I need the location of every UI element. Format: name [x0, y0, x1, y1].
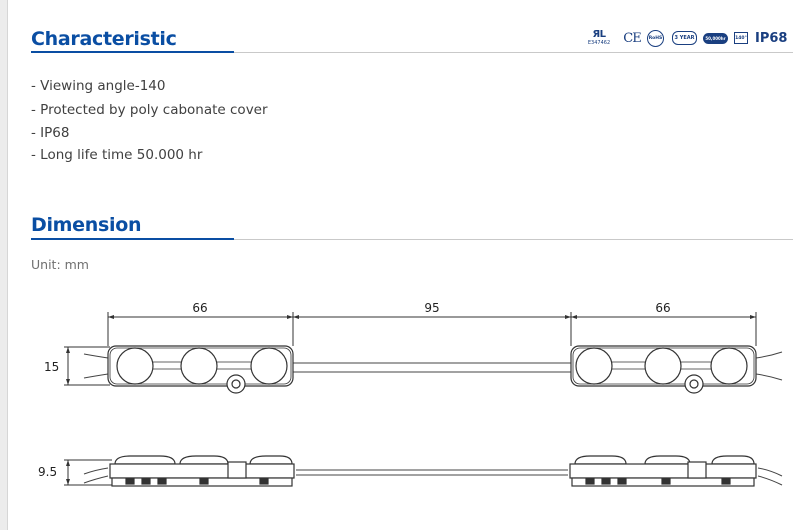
- feature-item: - IP68: [31, 125, 70, 141]
- characteristic-rule: [31, 52, 793, 53]
- feature-item: - Long life time 50.000 hr: [31, 147, 203, 163]
- feature-item: - Viewing angle-140: [31, 78, 166, 94]
- ul-recognized-icon: ЯL E347462: [587, 29, 611, 46]
- dim-label-left-module: 66: [192, 301, 207, 315]
- viewing-angle-140-icon: 140°: [734, 32, 748, 44]
- feature-item: - Protected by poly cabonate cover: [31, 101, 268, 118]
- module-side-view-left: [109, 455, 295, 487]
- three-year-warranty-icon: 3 YEAR: [672, 31, 697, 45]
- certification-icons: ЯL E347462 CE RoHS 3 YEAR 50,000hr 140° …: [585, 28, 787, 48]
- characteristic-heading: Characteristic: [31, 28, 177, 50]
- dimension-rule: [31, 239, 793, 240]
- lifetime-50000h-icon: 50,000hr: [703, 32, 728, 44]
- dim-label-width: 15: [44, 360, 59, 374]
- characteristic-rule-accent: [31, 51, 234, 53]
- dimension-rule-accent: [31, 238, 234, 240]
- dim-label-right-module: 66: [655, 301, 670, 315]
- module-side-view-right: [569, 455, 757, 487]
- ce-mark-icon: CE: [623, 30, 641, 46]
- dimension-drawing: 66 95 66 15: [38, 301, 783, 487]
- ip68-icon: IP68: [755, 30, 788, 46]
- unit-label: Unit: mm: [31, 257, 89, 272]
- rohs-icon: RoHS: [647, 29, 664, 47]
- module-top-view-right: [570, 345, 757, 394]
- feature-list: - Viewing angle-140 - Protected by poly …: [31, 75, 268, 168]
- module-top-view-left: [107, 345, 294, 394]
- dim-label-spacing: 95: [424, 301, 439, 315]
- dimension-heading: Dimension: [31, 214, 142, 236]
- page-edge-shadow: [0, 0, 7, 530]
- page-edge-line: [7, 0, 8, 530]
- dim-label-height: 9.5: [38, 465, 57, 479]
